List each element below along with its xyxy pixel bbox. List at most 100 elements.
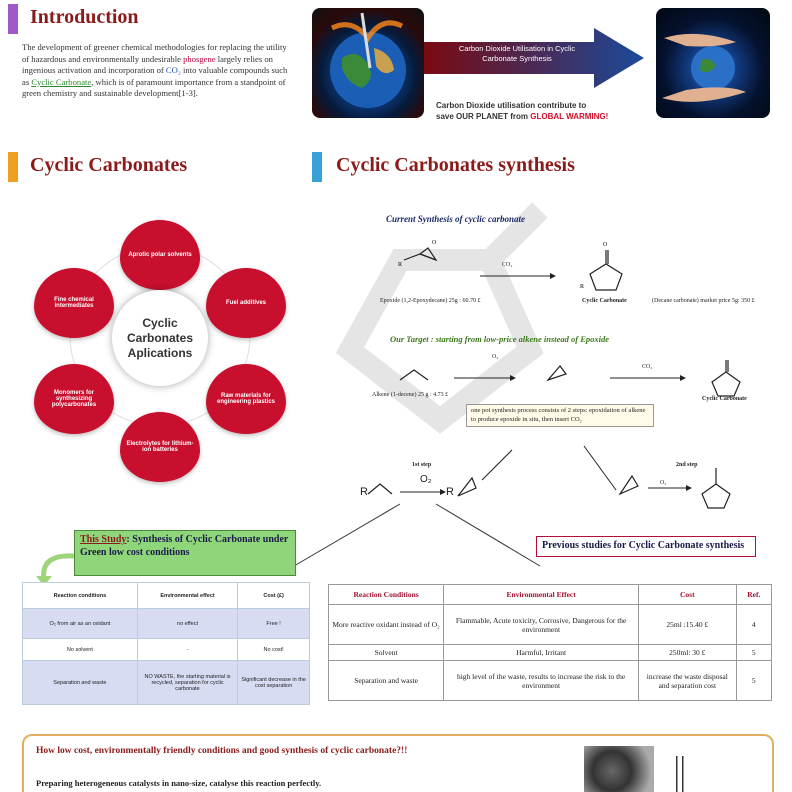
intro-cyclic: Cyclic Carbonate — [31, 76, 92, 87]
prev-cell: 4 — [735, 604, 773, 645]
study-cell: Significant decrease in the cost separat… — [237, 660, 310, 705]
study-cell: No cost! — [237, 638, 310, 661]
table-row: Solvent Harmful, Irritant 250ml: 30 £ 5 — [327, 644, 773, 661]
petal-fine-chemical: Fine chemical intermediates — [34, 268, 114, 338]
this-study-table: Reaction conditions Environmental effect… — [22, 582, 310, 705]
intro-text-3: into valuable compounds such as — [22, 65, 288, 87]
banner-arrow-text: Carbon Dioxide Utilisation in Cyclic Car… — [458, 44, 576, 63]
product-label-1: Cyclic Carbonate — [582, 298, 627, 304]
intro-accent-bar — [8, 4, 18, 34]
epoxide-label: Epoxide (1,2-Epoxydecane) 25g : 60.70 £ — [380, 298, 481, 304]
product-label-2: Cyclic Carbonate — [702, 396, 747, 402]
study-cell: no effect — [136, 608, 239, 639]
prev-cell: high level of the waste, results to incr… — [443, 660, 640, 701]
petal-electrolytes: Electrolytes for lithium-ion batteries — [120, 412, 200, 482]
svg-text:R: R — [580, 284, 584, 290]
banner-caption-red: GLOBAL WARMING! — [530, 112, 609, 121]
connector-lines — [293, 503, 541, 567]
catalyst-tem-image — [584, 746, 654, 792]
prev-cell: Flammable, Acute toxicity, Corrosive, Da… — [443, 604, 640, 645]
this-study-text: : Synthesis of Cyclic Carbonate under Gr… — [80, 534, 289, 558]
table-row: No solvent - No cost! — [22, 638, 310, 661]
current-reaction-scheme: O R O R — [398, 240, 623, 291]
banner-caption: Carbon Dioxide utilisation contribute to… — [436, 100, 636, 122]
prev-header-effect: Environmental Effect — [443, 584, 640, 605]
intro-phosgene: phosgene — [183, 53, 216, 64]
table-row: Separation and waste NO WASTE, the start… — [22, 660, 310, 705]
study-cell: No solvent — [22, 638, 138, 661]
prev-cell: increase the waste disposal and separati… — [638, 660, 737, 701]
intro-title: Introduction — [30, 6, 139, 28]
r-label-1: R — [360, 486, 368, 498]
this-study-prefix: This Study — [80, 534, 127, 545]
synthesis-title: Cyclic Carbonates synthesis — [336, 154, 575, 176]
svg-text:R: R — [398, 262, 402, 268]
target-heading: Our Target : starting from low-price alk… — [390, 334, 610, 344]
intro-paragraph: The development of greener chemical meth… — [22, 42, 290, 100]
cyclic-title: Cyclic Carbonates — [30, 154, 188, 176]
study-cell: - — [136, 638, 239, 661]
table-row: O₂ from air as an oxidant no effect Free… — [22, 608, 310, 639]
intro-text-4: , which is of paramount importance from … — [22, 76, 286, 99]
step1-label: 1st step — [412, 462, 432, 468]
previous-studies-table: Reaction Conditions Environmental Effect… — [327, 584, 773, 701]
petal-raw-materials: Raw materials for engineering plastics — [206, 364, 286, 434]
petal-aprotic: Aprotic polar solvents — [120, 220, 200, 290]
step1-o2: O₂ — [420, 474, 432, 485]
prev-cell: 25ml :15.40 £ — [638, 604, 737, 645]
svg-text:O: O — [603, 242, 608, 248]
table-row: Separation and waste high level of the w… — [327, 660, 773, 701]
target-co2-label: CO₂ — [642, 364, 653, 370]
footer-answer: Preparing heterogeneous catalysts in nan… — [36, 778, 322, 788]
prev-cell: 5 — [735, 660, 773, 701]
price-label: (Decane carbonate) market price 5g: 350 … — [652, 298, 755, 304]
petal-fuel: Fuel additives — [206, 268, 286, 338]
previous-studies-box: Previous studies for Cyclic Carbonate sy… — [536, 536, 756, 557]
study-header-effect: Environmental effect — [136, 582, 239, 609]
r-label-2: R — [446, 486, 454, 498]
study-header-conditions: Reaction conditions — [22, 582, 138, 609]
step2-label: 2nd step — [676, 462, 698, 468]
svg-text:O: O — [432, 240, 437, 246]
two-step-scheme — [367, 445, 731, 509]
prev-header-conditions: Reaction Conditions — [327, 584, 445, 605]
current-co2-label: CO₂ — [502, 262, 513, 268]
prev-cell: Harmful, Irritant — [443, 644, 640, 661]
prev-cell: 5 — [735, 644, 773, 661]
intro-text-1: The development of greener chemical meth… — [22, 42, 287, 64]
banner-caption-line1: Carbon Dioxide utilisation contribute to — [436, 101, 587, 110]
petal-monomers: Monomers for synthesizing polycarbonates — [34, 364, 114, 434]
study-header-cost: Cost (£) — [237, 582, 310, 609]
footer-box: How low cost, environmentally friendly c… — [22, 734, 774, 792]
target-o2-label: O₂ — [492, 354, 499, 360]
study-cell: NO WASTE, the starting material is recyc… — [136, 660, 239, 705]
current-synthesis-heading: Current Synthesis of cyclic carbonate — [386, 214, 525, 224]
intro-co2: CO₂ — [165, 65, 181, 75]
one-pot-note: one pot synthesis process consists of 2 … — [466, 404, 654, 427]
step2-reagent: O₂ — [660, 480, 667, 486]
applications-diagram: Aprotic polar solvents Fuel additives Ra… — [30, 196, 290, 482]
target-reaction-scheme — [399, 360, 741, 397]
prev-cell: 250ml: 30 £ — [638, 644, 737, 661]
prev-cell: Solvent — [327, 644, 445, 661]
banner-arrow: Carbon Dioxide Utilisation in Cyclic Car… — [424, 28, 644, 88]
synthesis-accent-bar — [312, 152, 322, 182]
earth-flame-image — [312, 8, 424, 118]
applications-center-label: Cyclic Carbonates Aplications — [126, 315, 194, 360]
banner-caption-line2: save OUR PLANET from GLOBAL WARMING! — [436, 112, 609, 121]
hands-icon — [662, 33, 746, 102]
prev-cell: Separation and waste — [327, 660, 445, 701]
this-study-box: This Study: Synthesis of Cyclic Carbonat… — [74, 530, 296, 576]
prev-header-cost: Cost — [638, 584, 737, 605]
cyclic-accent-bar — [8, 152, 18, 182]
alkene-label: Alkene (1-decene) 25 g : 4.73 £ — [372, 392, 449, 398]
prev-header-ref: Ref. — [735, 584, 773, 605]
catalyst-chart-image — [664, 756, 694, 792]
applications-center: Cyclic Carbonates Aplications — [112, 290, 208, 386]
intro-text-2: largely relies on ingenious activation a… — [22, 53, 273, 76]
hands-earth-image — [656, 8, 770, 118]
watermark-molecule — [335, 202, 548, 434]
study-cell: O₂ from air as an oxidant — [22, 608, 138, 639]
study-cell: Separation and waste — [22, 660, 138, 705]
earth-icon — [330, 12, 406, 108]
